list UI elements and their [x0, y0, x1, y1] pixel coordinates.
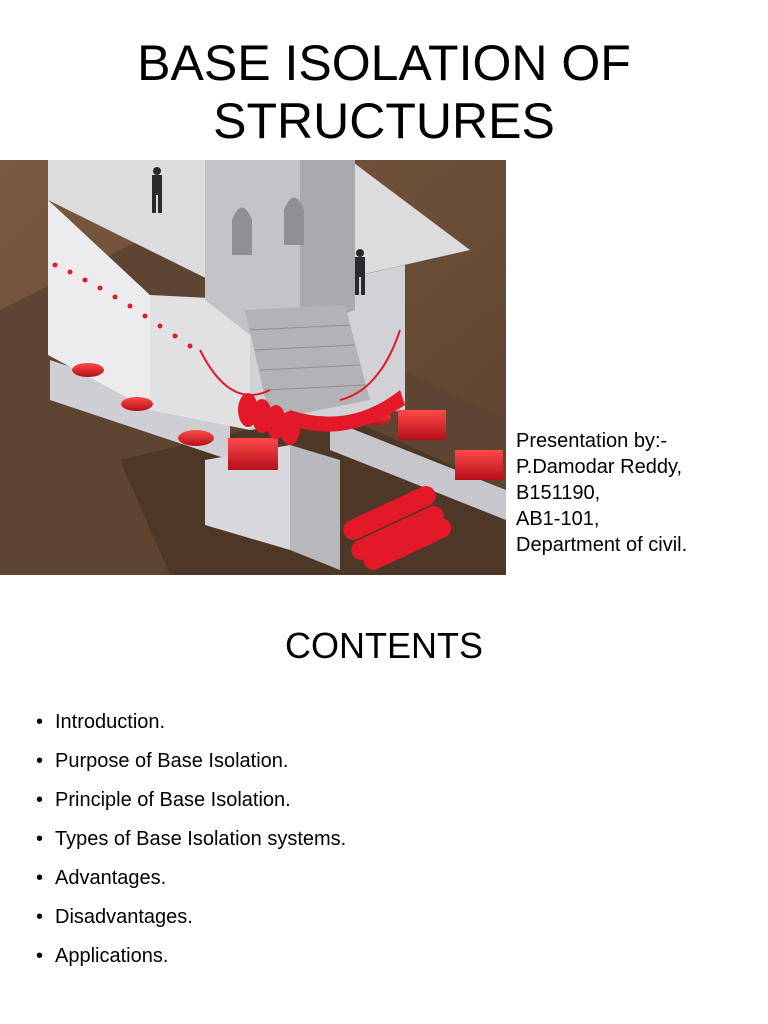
- base-isolation-figure: [0, 160, 506, 575]
- roller-dampers: [238, 390, 405, 445]
- bullet-icon: •: [36, 945, 44, 967]
- list-item: • Advantages.: [36, 862, 346, 901]
- person-figure: [355, 249, 365, 295]
- list-item-text: Applications.: [55, 945, 169, 967]
- list-item: • Disadvantages.: [36, 901, 346, 940]
- bullet-icon: •: [36, 828, 44, 850]
- list-item-text: Principle of Base Isolation.: [55, 789, 291, 811]
- tower-arch: [284, 197, 304, 245]
- list-item: • Purpose of Base Isolation.: [36, 745, 346, 784]
- spare-cylinders: [343, 486, 452, 570]
- list-item-text: Purpose of Base Isolation.: [55, 750, 289, 772]
- foundation-block: [205, 445, 290, 550]
- building-block-front-2: [150, 295, 250, 430]
- tower-side: [300, 160, 355, 330]
- bullet-icon: •: [36, 750, 44, 772]
- damper-cable: [339, 329, 401, 401]
- presenter-name: P.Damodar Reddy,: [516, 456, 683, 478]
- list-item-text: Introduction.: [55, 711, 166, 733]
- base-isolated-building-illustration: [0, 160, 506, 575]
- person-figure: [152, 167, 162, 213]
- building-block-front: [48, 200, 150, 410]
- presenter-info: Presentation by:- P.Damodar Reddy, B1511…: [516, 428, 764, 558]
- bullet-icon: •: [36, 711, 44, 733]
- contents-list: • Introduction. • Purpose of Base Isolatio…: [36, 706, 346, 979]
- title-line-1: BASE ISOLATION OF: [137, 35, 631, 91]
- stone-pedestal: [245, 305, 370, 420]
- list-item-text: Disadvantages.: [55, 906, 193, 928]
- list-item: • Applications.: [36, 940, 346, 979]
- tower: [205, 160, 300, 335]
- foundation-wall-right: [330, 420, 506, 520]
- presenter-room: AB1-101,: [516, 508, 600, 530]
- bullet-icon: •: [36, 867, 44, 889]
- bullet-icon: •: [36, 906, 44, 928]
- presenter-department: Department of civil.: [516, 534, 688, 556]
- title-line-2: STRUCTURES: [213, 93, 555, 149]
- list-item: • Principle of Base Isolation.: [36, 784, 346, 823]
- list-item-text: Types of Base Isolation systems.: [55, 828, 347, 850]
- list-item: • Types of Base Isolation systems.: [36, 823, 346, 862]
- damper-cable: [199, 349, 271, 396]
- contents-heading: CONTENTS: [285, 625, 483, 666]
- list-item-text: Advantages.: [55, 867, 167, 889]
- presenter-roll: B151190,: [516, 482, 601, 504]
- presenter-heading: Presentation by:-: [516, 430, 668, 452]
- bullet-icon: •: [36, 789, 44, 811]
- slide-title: BASE ISOLATION OF STRUCTURES: [0, 34, 768, 150]
- list-item: • Introduction.: [36, 706, 346, 745]
- foundation-block-side: [290, 445, 340, 570]
- tower-arch: [232, 207, 252, 255]
